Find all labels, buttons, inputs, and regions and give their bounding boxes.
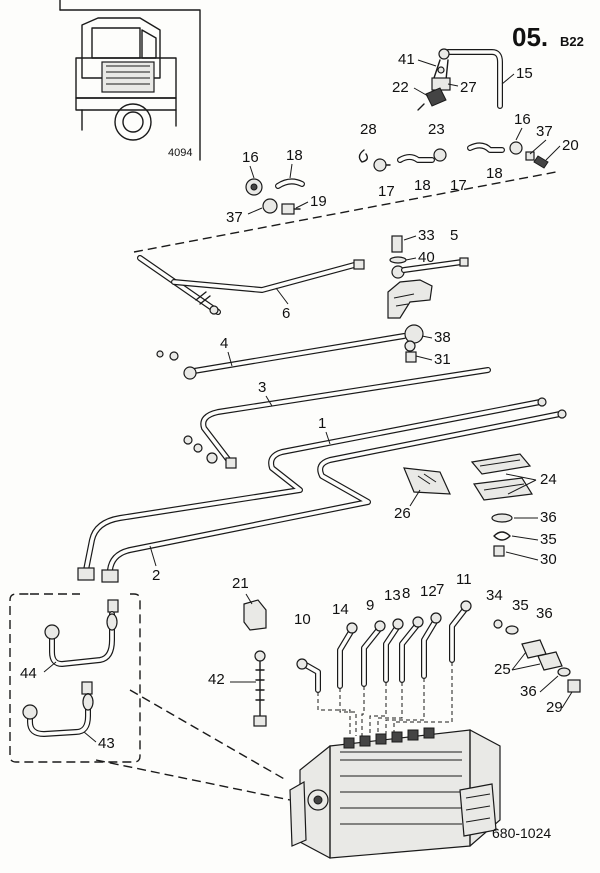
- callout-label: 16: [514, 111, 531, 128]
- callout-label: 31: [434, 351, 451, 368]
- callout-label: 17: [378, 183, 395, 200]
- callout-label: 30: [540, 551, 557, 568]
- callout-label: 24: [540, 471, 557, 488]
- injection-pipe-2: [101, 409, 567, 583]
- section-number: 05.: [512, 22, 548, 52]
- callout-label: 29: [546, 699, 563, 716]
- callout-label: 35: [512, 597, 529, 614]
- callout-label: 18: [286, 147, 303, 164]
- callout-label: 23: [428, 121, 445, 138]
- callout-labels: 41 27 22 23 15 28 16 37 20 17 18 17 18 1…: [20, 51, 579, 752]
- callout-label: 26: [394, 505, 411, 522]
- pipes-43-44-group: [9, 593, 141, 763]
- dashed-separator: [133, 171, 557, 253]
- injection-pipe-1: [77, 397, 547, 581]
- callout-label: 3: [258, 379, 266, 396]
- callout-label: 21: [232, 575, 249, 592]
- leader-lines: [43, 59, 573, 743]
- callout-label: 18: [414, 177, 431, 194]
- callout-label: 5: [450, 227, 458, 244]
- clamp-bolt-21-42: [243, 599, 267, 727]
- callout-label: 18: [486, 165, 503, 182]
- callout-label: 43: [98, 735, 115, 752]
- callout-label: 44: [20, 665, 37, 682]
- callout-label: 37: [226, 209, 243, 226]
- callout-label: 36: [536, 605, 553, 622]
- callout-label: 16: [242, 149, 259, 166]
- callout-label: 9: [366, 597, 374, 614]
- callout-label: 22: [392, 79, 409, 96]
- clamp-set-25: [493, 619, 581, 693]
- callout-label: 1: [318, 415, 326, 432]
- fittings-left-cluster: [245, 178, 305, 215]
- pipe-clamps-24-26: [403, 453, 534, 501]
- dashed-lead-2: [95, 759, 291, 801]
- callout-label: 38: [434, 329, 451, 346]
- injection-pump: [289, 727, 501, 859]
- injection-pipe-6: [137, 255, 365, 315]
- injection-pipe-4: [156, 324, 424, 380]
- callout-label: 41: [398, 51, 415, 68]
- drawing-code: 680-1024: [492, 825, 551, 841]
- callout-label: 15: [516, 65, 533, 82]
- callout-label: 27: [460, 79, 477, 96]
- callout-label: 12: [420, 583, 437, 600]
- callout-label: 42: [208, 671, 225, 688]
- callout-label: 4: [220, 335, 228, 352]
- callout-label: 14: [332, 601, 349, 618]
- callout-label: 2: [152, 567, 160, 584]
- callout-label: 36: [540, 509, 557, 526]
- callout-label: 19: [310, 193, 327, 210]
- callout-label: 13: [384, 587, 401, 604]
- callout-label: 7: [436, 581, 444, 598]
- banjo-fittings-row: [358, 141, 549, 172]
- callout-label: 8: [402, 585, 410, 602]
- callout-label: 36: [520, 683, 537, 700]
- callout-label: 34: [486, 587, 503, 604]
- callout-label: 6: [282, 305, 290, 322]
- dashed-lead-1: [129, 689, 287, 781]
- callout-label: 28: [360, 121, 377, 138]
- delivery-pipes-7-14: [296, 600, 472, 736]
- callout-label: 20: [562, 137, 579, 154]
- callout-label: 10: [294, 611, 311, 628]
- callout-label: 11: [456, 571, 472, 588]
- callout-label: 25: [494, 661, 511, 678]
- callout-label: 35: [540, 531, 557, 548]
- callout-label: 37: [536, 123, 553, 140]
- subsection-code: B22: [560, 34, 584, 49]
- inset-code: 4094: [168, 147, 192, 159]
- callout-label: 33: [418, 227, 435, 244]
- injection-pipe-3: [183, 367, 491, 469]
- leak-off-pipe-15: [417, 48, 503, 111]
- callout-label: 17: [450, 177, 467, 194]
- callout-label: 40: [418, 249, 435, 266]
- vehicle-inset: 4094: [59, 0, 201, 161]
- washers-bolt-36-35-30: [491, 513, 513, 557]
